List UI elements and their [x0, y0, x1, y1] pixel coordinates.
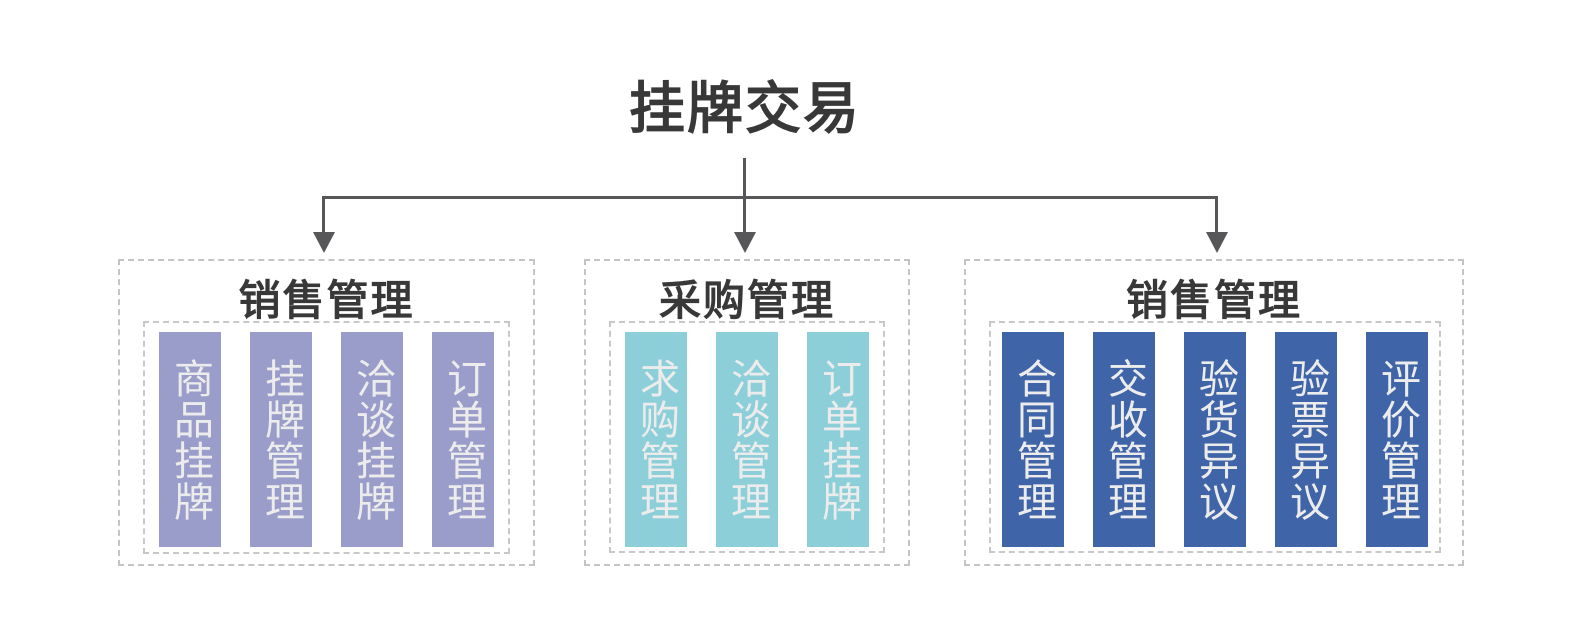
connector-left-drop-line: [322, 196, 325, 234]
group-title: 销售管理: [238, 277, 415, 324]
connector-horizontal-line: [322, 196, 1218, 199]
bar-negotiation-listing: 洽谈挂牌: [341, 332, 403, 547]
bar-invoice-inspection-dispute: 验票异议: [1275, 332, 1337, 547]
bar-product-listing: 商品挂牌: [159, 332, 221, 547]
group-sales-management: 销售管理 商品挂牌 挂牌管理 洽谈挂牌 订单管理: [118, 259, 535, 566]
bar-order-management: 订单管理: [432, 332, 494, 547]
group-title: 销售管理: [1125, 277, 1302, 324]
group-procurement-management: 采购管理 求购管理 洽谈管理 订单挂牌: [584, 259, 910, 566]
bar-contract-management: 合同管理: [1002, 332, 1064, 547]
arrow-down-icon: [313, 232, 335, 253]
connector-right-drop-line: [1215, 196, 1218, 234]
bar-delivery-management: 交收管理: [1093, 332, 1155, 547]
group-sales-management-2: 销售管理 合同管理 交收管理 验货异议 验票异议 评价管理: [964, 259, 1464, 566]
bar-evaluation-management: 评价管理: [1366, 332, 1428, 547]
bar-order-listing: 订单挂牌: [807, 332, 869, 547]
arrow-down-icon: [1206, 232, 1228, 253]
arrow-down-icon: [734, 232, 756, 253]
bar-purchase-request-management: 求购管理: [625, 332, 687, 547]
group-modules-container: 合同管理 交收管理 验货异议 验票异议 评价管理: [989, 321, 1441, 553]
connector-middle-drop-line: [743, 196, 746, 234]
group-modules-container: 商品挂牌 挂牌管理 洽谈挂牌 订单管理: [143, 321, 510, 554]
group-modules-container: 求购管理 洽谈管理 订单挂牌: [609, 321, 885, 553]
bar-listing-management: 挂牌管理: [250, 332, 312, 547]
group-title: 采购管理: [658, 277, 835, 324]
bar-goods-inspection-dispute: 验货异议: [1184, 332, 1246, 547]
diagram-root-title: 挂牌交易: [629, 77, 861, 140]
connector-stem-line: [743, 158, 746, 199]
bar-negotiation-management: 洽谈管理: [716, 332, 778, 547]
